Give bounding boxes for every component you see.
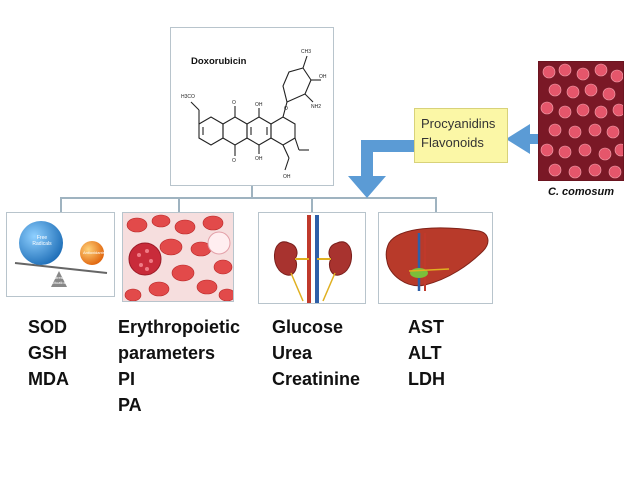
- connector-drop-2: [178, 197, 180, 212]
- panel-oxidative-stress: Free Radicals Antioxidants Stress Situat…: [6, 212, 115, 297]
- list-item: parameters: [118, 343, 216, 363]
- connector-drop-3: [311, 197, 313, 212]
- connector-vertical-main: [251, 186, 253, 198]
- list-item: ALT: [408, 343, 442, 363]
- chem-label-o-sugar: O: [284, 106, 288, 112]
- flower-cluster-image: [539, 62, 623, 180]
- free-radicals-label: Free Radicals: [32, 235, 52, 247]
- connector-drop-1: [60, 197, 62, 212]
- list-item: AST: [408, 317, 444, 337]
- list-item: SOD: [28, 317, 68, 337]
- chem-label-oh-top: OH: [255, 102, 263, 108]
- list-renal-markers: Glucose Urea Creatinine: [272, 314, 360, 392]
- doxorubicin-structure: H3CO O OH OH O O OH OH NH2 CH3: [181, 49, 327, 180]
- connector-drop-4: [435, 197, 437, 212]
- doxorubicin-title: Doxorubicin: [191, 56, 247, 67]
- kidneys-illustration: [259, 213, 365, 303]
- chem-label-oh-chain: OH: [283, 174, 291, 180]
- list-item: PA: [118, 395, 142, 415]
- list-item: GSH: [28, 343, 68, 363]
- list-item: Glucose: [272, 317, 344, 337]
- red-blood-cells-image: [123, 213, 233, 301]
- stress-situation-label: Stress Situation: [51, 275, 67, 285]
- chem-label-ch3: CH3: [301, 49, 311, 55]
- list-hepatic-markers: AST ALT LDH: [408, 314, 445, 392]
- antioxidants-label: Antioxidants: [83, 250, 105, 255]
- chem-label-nh2: NH2: [311, 104, 321, 110]
- list-item: MDA: [28, 369, 69, 389]
- list-item: Creatinine: [272, 369, 361, 389]
- list-item: Erythropoietic: [118, 317, 241, 337]
- plant-caption: C. comosum: [548, 186, 615, 198]
- list-item: LDH: [408, 369, 445, 389]
- chem-label-o-bottom: O: [232, 158, 236, 164]
- liver-illustration: [379, 213, 492, 303]
- source-line-flavonoids: Flavonoids: [421, 135, 484, 150]
- source-line-procyanidins: Procyanidins: [421, 116, 496, 131]
- chem-label-oh-bottom: OH: [255, 156, 263, 162]
- connector-horizontal: [60, 197, 435, 199]
- balance-illustration: [14, 221, 108, 287]
- list-erythropoietic-markers: Erythropoietic parameters PI PA: [118, 314, 240, 418]
- list-item: PI: [118, 369, 136, 389]
- chem-label-o-top: O: [232, 100, 236, 106]
- list-item: Urea: [272, 343, 313, 363]
- doxorubicin-box: Doxorubicin: [170, 27, 334, 186]
- panel-kidneys: [258, 212, 366, 304]
- plant-photo: [538, 61, 624, 181]
- source-compounds-box: Procyanidins Flavonoids: [414, 108, 508, 163]
- panel-liver: [378, 212, 493, 304]
- chem-label-oh-sugar: OH: [319, 74, 327, 80]
- panel-erythrocytes: [122, 212, 234, 302]
- list-oxidative-markers: SOD GSH MDA: [28, 314, 69, 392]
- chem-label-methoxy: H3CO: [181, 94, 195, 100]
